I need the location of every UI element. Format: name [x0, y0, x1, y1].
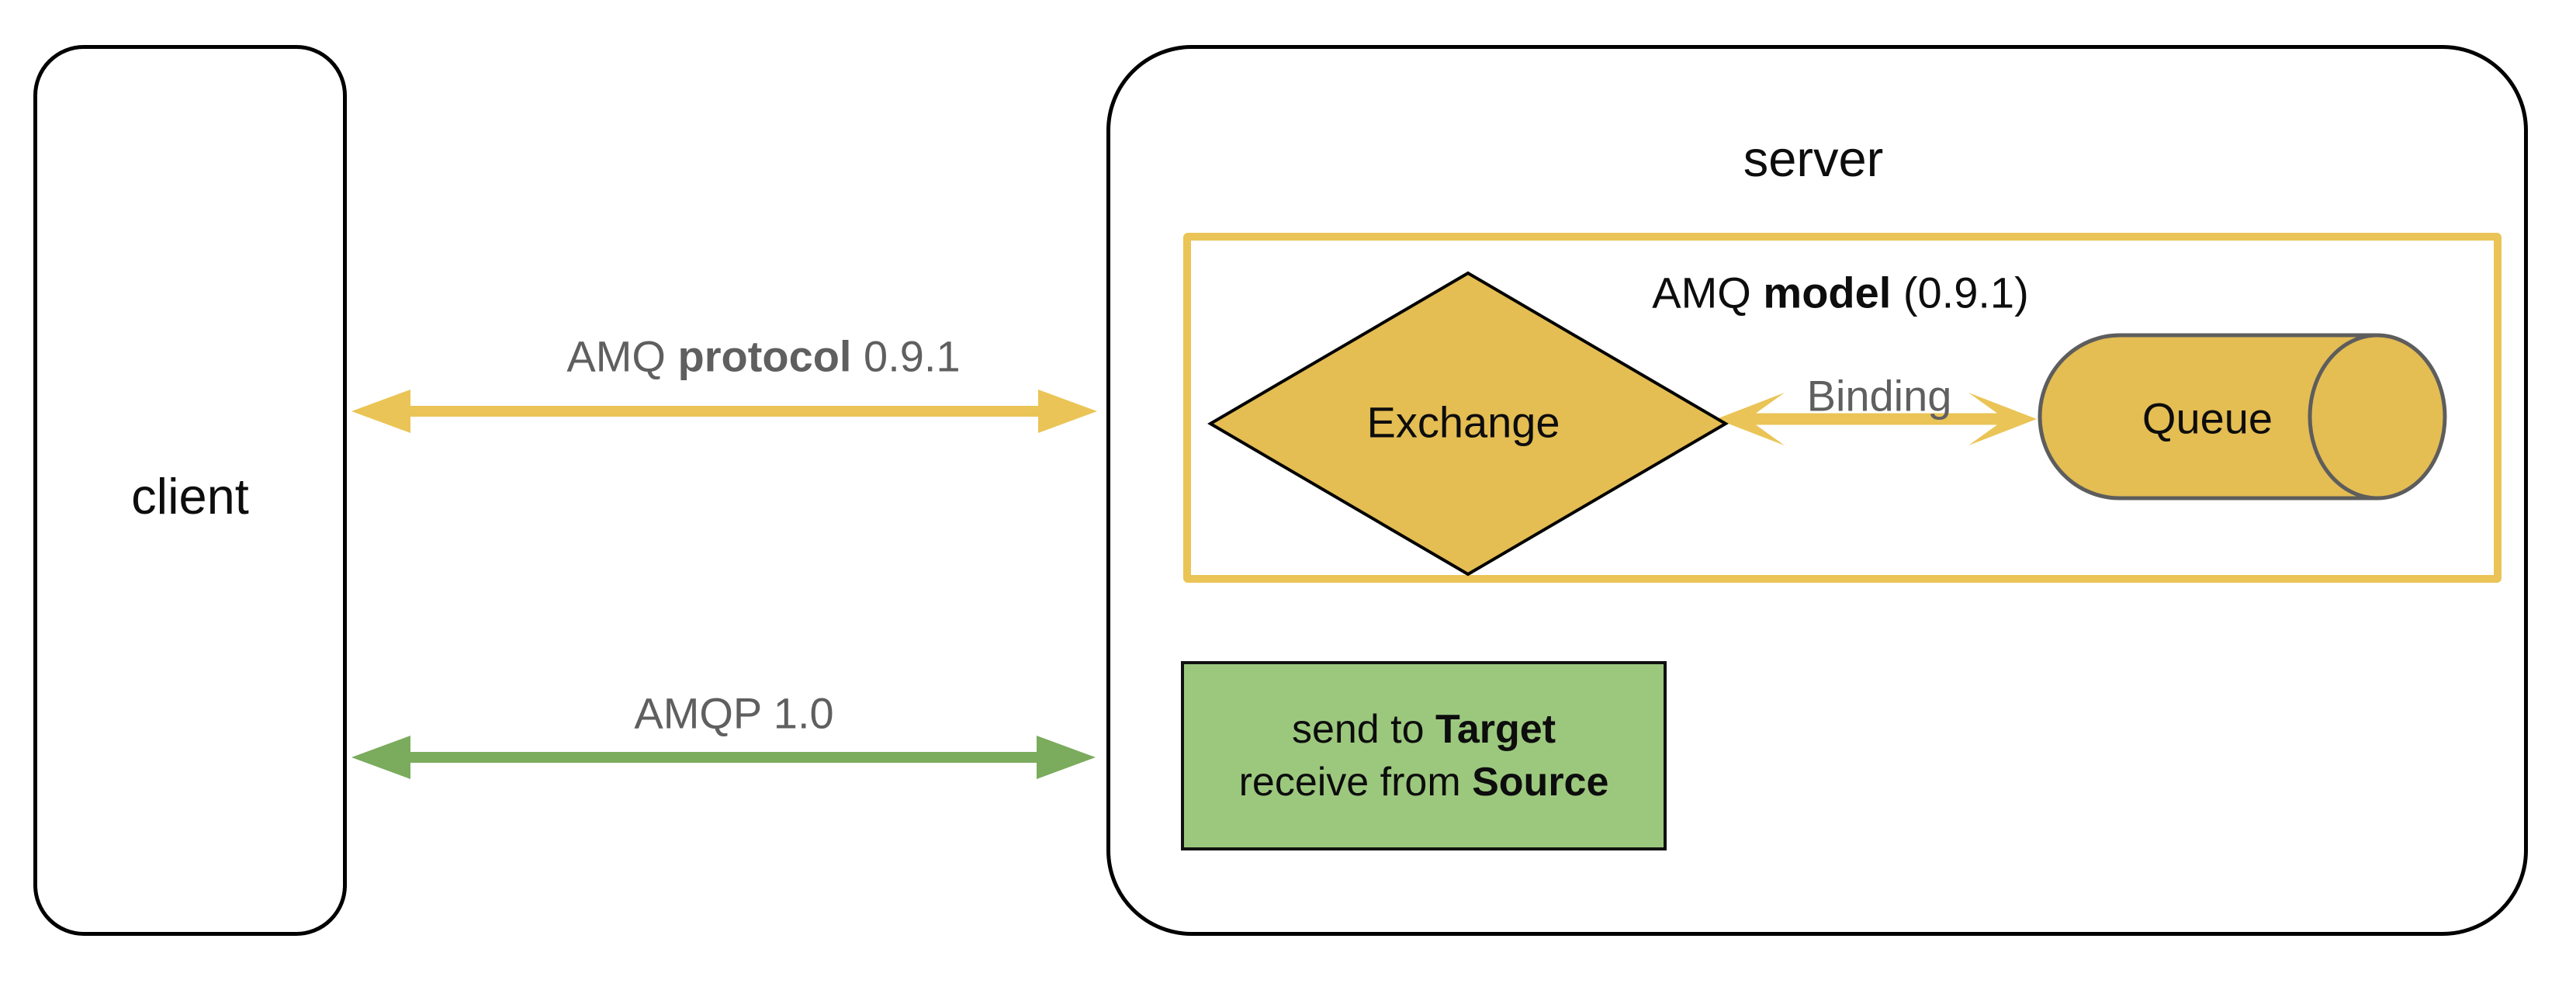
exchange-label: Exchange — [1366, 397, 1560, 447]
send-to-text: send to — [1291, 707, 1435, 752]
send-to-target-line: send to Target — [1292, 703, 1556, 756]
receive-from-text: receive from — [1238, 760, 1473, 805]
source-text: Source — [1472, 760, 1609, 805]
amq-protocol-version: 0.9.1 — [851, 331, 961, 381]
amq-protocol-bold: protocol — [677, 331, 852, 381]
receive-from-source-line: receive from Source — [1239, 756, 1609, 809]
amqp10-arrow — [351, 736, 1096, 779]
exchange-diamond — [1207, 271, 1729, 577]
amq-protocol-arrow — [351, 390, 1097, 433]
client-box — [33, 45, 347, 936]
amq-protocol-pre: AMQ — [566, 331, 678, 381]
client-label: client — [131, 467, 249, 525]
amq-model-box — [1183, 233, 2502, 583]
binding-label: Binding — [1806, 371, 1952, 421]
send-receive-box: send to Target receive from Source — [1181, 661, 1667, 850]
amq-protocol-label: AMQ protocol 0.9.1 — [566, 334, 960, 380]
queue-cylinder-lid — [2308, 333, 2447, 500]
amq-model-bold: model — [1763, 268, 1892, 317]
amq-model-label: AMQ model (0.9.1) — [1652, 268, 2029, 317]
amq-model-version: (0.9.1) — [1891, 268, 2029, 317]
amq-model-pre: AMQ — [1652, 268, 1764, 317]
target-text: Target — [1435, 707, 1556, 752]
binding-arrow — [1716, 393, 2037, 445]
queue-cylinder-body — [2038, 333, 2377, 500]
queue-label: Queue — [2141, 393, 2273, 443]
amqp10-label: AMQP 1.0 — [634, 688, 834, 738]
server-label: server — [1743, 130, 1884, 187]
